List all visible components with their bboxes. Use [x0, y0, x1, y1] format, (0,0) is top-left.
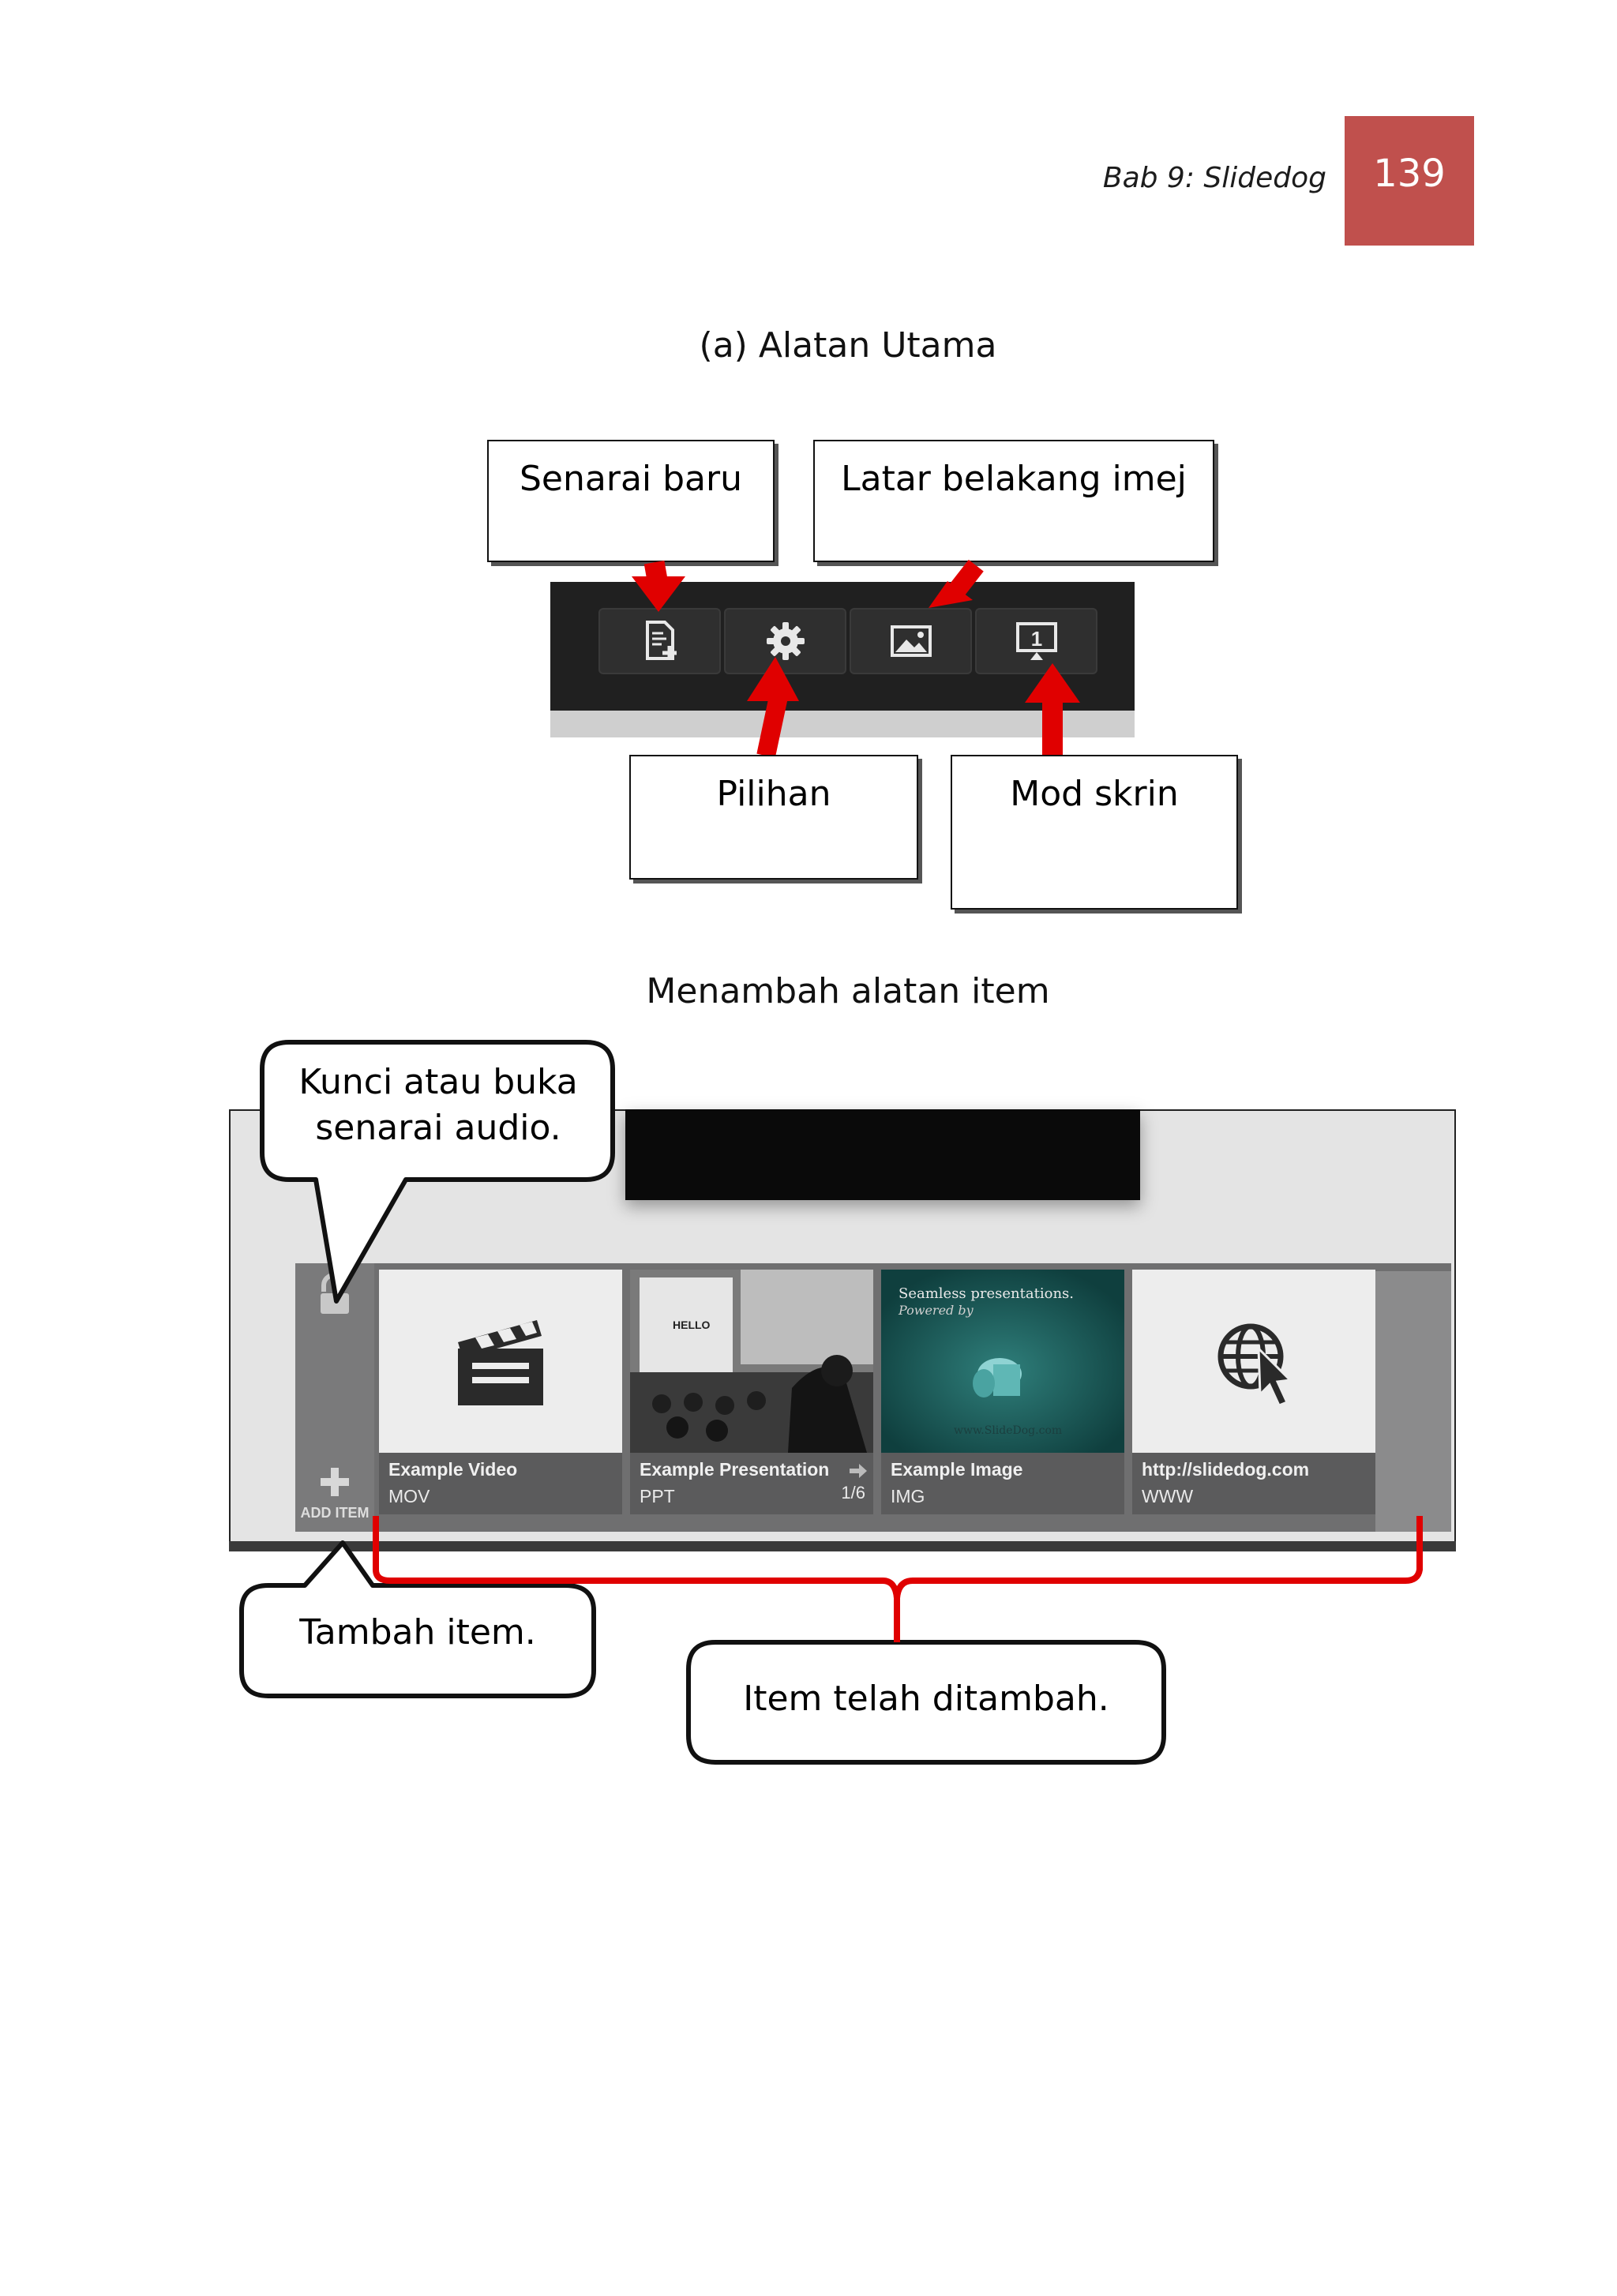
label-new-list: Senarai baru [487, 440, 775, 562]
item-type: MOV [388, 1486, 430, 1506]
chapter-title: Bab 9: Slidedog [1102, 162, 1326, 194]
item-title: http://slidedog.com [1142, 1459, 1310, 1480]
clapperboard-icon [458, 1320, 543, 1405]
globe-cursor-icon [1217, 1323, 1293, 1407]
playlist-empty-slot [1375, 1271, 1451, 1532]
label-background-image: Latar belakang imej [813, 440, 1214, 562]
add-item-button[interactable] [319, 1466, 351, 1498]
image-brand: www.SlideDog.com [954, 1424, 1063, 1437]
label-screen-mode: Mod skrin [951, 755, 1238, 910]
toolbar-shadow [550, 711, 1135, 737]
callout-add: Tambah item. [299, 1612, 536, 1653]
section-title-main-tools: (a) Alatan Utama [699, 325, 997, 366]
preview-area [625, 1109, 1140, 1200]
callout-added: Item telah ditambah. [743, 1679, 1109, 1719]
label-options: Pilihan [629, 755, 918, 880]
image-icon [890, 625, 932, 657]
image-thumbnail: Seamless presentations. Powered by www.S… [881, 1270, 1124, 1453]
presentation-thumbnail: HELLO [630, 1270, 873, 1453]
new-list-icon [645, 621, 677, 660]
section-title-add-items: Menambah alatan item [646, 971, 1050, 1011]
item-page-count: 1/6 [841, 1483, 865, 1503]
item-type: IMG [891, 1486, 925, 1506]
video-thumbnail [379, 1270, 622, 1453]
image-caption-line1: Seamless presentations. [899, 1285, 1074, 1302]
window-bottom-bar [229, 1541, 1456, 1551]
screen-mode-button[interactable]: 1 [975, 608, 1097, 674]
options-button[interactable] [724, 608, 846, 674]
item-type: PPT [640, 1486, 675, 1506]
gear-icon [766, 622, 805, 660]
page-number: 139 [1373, 152, 1446, 196]
callout-graphics [239, 1040, 1423, 1765]
arrow-right-icon [850, 1464, 867, 1478]
item-title: Example Presentation [640, 1459, 830, 1480]
slide-text: HELLO [673, 1319, 711, 1331]
playlist-item-image[interactable]: Seamless presentations. Powered by www.S… [881, 1270, 1124, 1514]
toolbar-arrows [632, 559, 1080, 758]
page-number-box [1345, 116, 1474, 246]
item-type: WWW [1142, 1486, 1194, 1506]
web-thumbnail [1132, 1270, 1375, 1453]
item-title: Example Video [388, 1459, 518, 1480]
playlist-item-web[interactable]: http://slidedog.com WWW [1132, 1270, 1375, 1514]
presentation-photo [630, 1270, 873, 1453]
item-title: Example Image [891, 1459, 1023, 1480]
slidedog-image [881, 1270, 1124, 1453]
playlist-item-presentation[interactable]: HELLO Example Presentation PPT 1/6 [630, 1270, 873, 1514]
background-image-button[interactable] [850, 608, 972, 674]
screen-number: 1 [1030, 627, 1041, 651]
add-item-label[interactable]: ADD ITEM [300, 1505, 370, 1521]
new-list-button[interactable] [598, 608, 721, 674]
monitor-icon: 1 [1015, 622, 1057, 660]
playlist-item-video[interactable]: Example Video MOV [379, 1270, 622, 1514]
image-caption-line2: Powered by [899, 1303, 974, 1318]
callout-lock: Kunci atau buka senarai audio. [298, 1062, 578, 1148]
